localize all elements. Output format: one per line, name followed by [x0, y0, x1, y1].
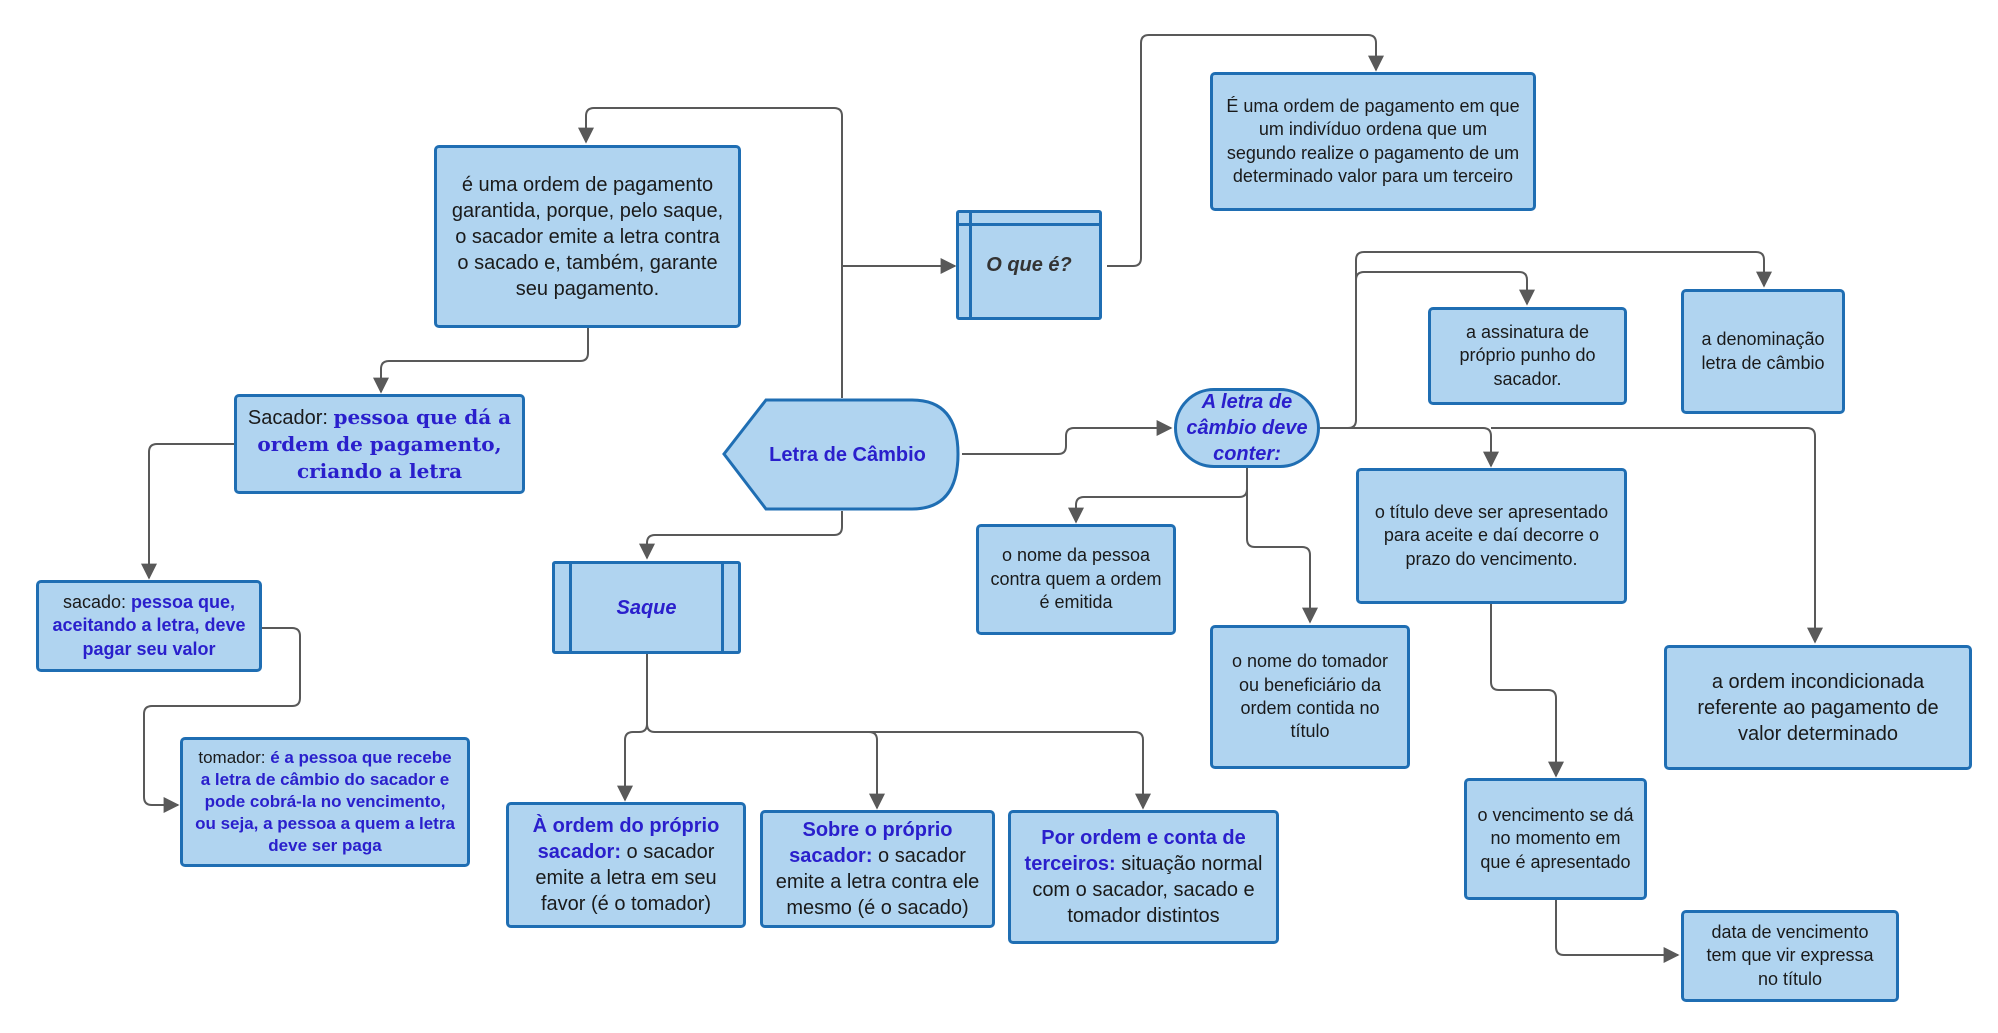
sacado-node[interactable]: sacado: pessoa que, aceitando a letra, d…	[36, 580, 262, 672]
edge-devec-to-ordem	[1491, 427, 1823, 644]
definition-node[interactable]: É uma ordem de pagamento em que um indiv…	[1210, 72, 1536, 211]
data-vencimento-node[interactable]: data de vencimento tem que vir expressa …	[1681, 910, 1899, 1002]
sacador-definition: pessoa que dá a ordem de pagamento, cria…	[257, 404, 512, 483]
edge-sacador-to-sacado	[141, 443, 234, 580]
vencimento-node[interactable]: o vencimento se dá no momento em que é a…	[1464, 778, 1647, 900]
edge-central-to-saque	[639, 511, 843, 560]
edge-central-to-devec	[962, 420, 1173, 455]
edge-devec-to-assinatura	[1320, 271, 1535, 429]
saque-option-2-text: o sacador emite a letra contra ele mesmo…	[775, 845, 980, 919]
sacado-label: sacado:	[62, 591, 131, 612]
edge-saque-to-item1	[617, 654, 648, 802]
process-bar-left	[569, 564, 572, 651]
central-node[interactable]: Letra de Câmbio	[745, 398, 950, 511]
o-que-e-node[interactable]: O que é?	[956, 210, 1102, 320]
process-bar-left	[969, 213, 972, 317]
deve-conter-node[interactable]: A letra de câmbio deve conter:	[1174, 388, 1320, 468]
sacador-node[interactable]: Sacador: pessoa que dá a ordem de pagame…	[234, 394, 525, 494]
saque-option-proprio-sacador[interactable]: À ordem do próprio sacador: o sacador em…	[506, 802, 746, 928]
garantida-text: é uma ordem de pagamento garantida, porq…	[451, 173, 724, 300]
sacador-label: Sacador:	[247, 406, 334, 429]
saque-option-3-title: Por ordem e conta de terceiros:	[1024, 827, 1246, 875]
tomador-definition: é a pessoa que recebe a letra de câmbio …	[195, 747, 455, 856]
nome-tomador-text: o nome do tomador ou beneficiário da ord…	[1231, 651, 1389, 742]
edge-devec-to-nometomador	[1246, 489, 1318, 624]
ordem-incondicionada-node[interactable]: a ordem incondicionada referente ao paga…	[1664, 645, 1972, 770]
nome-pessoa-text: o nome da pessoa contra quem a ordem é e…	[990, 545, 1162, 613]
tomador-label: tomador:	[198, 747, 271, 767]
edge-saque-to-item2	[646, 723, 885, 810]
saque-option-terceiros[interactable]: Por ordem e conta de terceiros: situação…	[1008, 810, 1279, 944]
saque-label: Saque	[616, 596, 677, 619]
ordem-incondicionada-text: a ordem incondicionada referente ao paga…	[1697, 670, 1939, 745]
saque-option-sobre-proprio[interactable]: Sobre o próprio sacador: o sacador emite…	[760, 810, 995, 928]
edge-saque-to-item3	[869, 731, 1151, 810]
edge-central-to-garantida	[578, 107, 843, 398]
denominacao-node[interactable]: a denominação letra de câmbio	[1681, 289, 1845, 414]
process-bar-right	[721, 564, 724, 651]
edge-vencimento-to-data	[1555, 900, 1680, 963]
edge-devec-to-titulo	[1320, 427, 1499, 468]
garantida-node[interactable]: é uma ordem de pagamento garantida, porq…	[434, 145, 741, 328]
deve-conter-label: A letra de câmbio deve conter:	[1186, 391, 1308, 465]
denominacao-text: a denominação letra de câmbio	[1701, 329, 1825, 373]
edge-titulo-to-vencimento	[1490, 604, 1564, 778]
central-node-shape	[722, 398, 960, 511]
data-vencimento-text: data de vencimento tem que vir expressa …	[1706, 921, 1874, 989]
edge-garantida-to-sacador	[373, 328, 589, 394]
edge-sacado-to-tomador	[143, 627, 301, 813]
edge-oquee-to-def	[1107, 34, 1384, 267]
o-que-e-label: O que é?	[986, 254, 1072, 276]
saque-node[interactable]: Saque	[552, 561, 741, 654]
central-node-label: Letra de Câmbio	[769, 443, 926, 466]
nome-tomador-node[interactable]: o nome do tomador ou beneficiário da ord…	[1210, 625, 1410, 769]
edge-devec-to-nomepessoa	[1068, 468, 1248, 524]
process-bar-top	[959, 223, 1099, 226]
saque-option-2-title: Sobre o próprio sacador:	[789, 819, 953, 867]
vencimento-text: o vencimento se dá no momento em que é a…	[1477, 804, 1634, 872]
titulo-aceite-node[interactable]: o título deve ser apresentado para aceit…	[1356, 468, 1627, 604]
nome-pessoa-node[interactable]: o nome da pessoa contra quem a ordem é e…	[976, 524, 1176, 635]
definition-text: É uma ordem de pagamento em que um indiv…	[1226, 95, 1520, 186]
tomador-node[interactable]: tomador: é a pessoa que recebe a letra d…	[180, 737, 470, 867]
titulo-aceite-text: o título deve ser apresentado para aceit…	[1374, 501, 1609, 569]
assinatura-node[interactable]: a assinatura de próprio punho do sacador…	[1428, 307, 1627, 405]
assinatura-text: a assinatura de próprio punho do sacador…	[1459, 321, 1596, 389]
saque-option-1-text: o sacador emite a letra em seu favor (é …	[535, 841, 717, 915]
saque-option-1-title: À ordem do próprio sacador:	[532, 815, 720, 863]
sacado-definition: pessoa que, aceitando a letra, deve paga…	[52, 591, 246, 659]
edge-devec-to-denominacao	[1355, 251, 1772, 288]
saque-option-3-text: situação normal com o sacador, sacado e …	[1032, 853, 1263, 927]
